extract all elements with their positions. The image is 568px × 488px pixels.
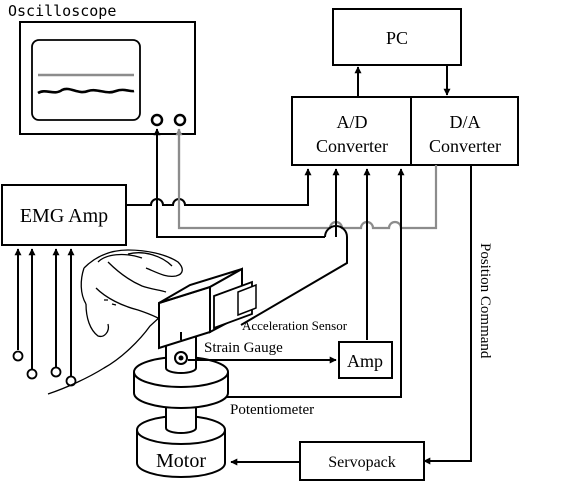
servopack-label: Servopack xyxy=(328,454,396,471)
da-converter-line2: Converter xyxy=(429,136,501,156)
ad-converter-line1: A/D xyxy=(337,112,368,132)
strain-gauge-label: Strain Gauge xyxy=(204,340,283,356)
ad-converter-line2: Converter xyxy=(316,136,388,156)
amp-block: Amp xyxy=(338,341,393,379)
oscilloscope-screen xyxy=(31,39,141,121)
pc-block: PC xyxy=(332,8,462,66)
emg-amp-block: EMG Amp xyxy=(1,184,127,246)
da-converter-line1: D/A xyxy=(450,112,481,132)
oscilloscope-input-2 xyxy=(173,113,187,127)
acceleration-sensor-label: Acceleration Sensor xyxy=(242,318,348,333)
handle-sensor xyxy=(158,267,257,350)
emg-electrodes xyxy=(12,248,77,387)
potentiometer-label: Potentiometer xyxy=(230,402,314,418)
emg-trace xyxy=(37,87,135,95)
oscilloscope-input-1 xyxy=(150,113,164,127)
servopack-block: Servopack xyxy=(299,441,425,481)
motor-assembly xyxy=(133,336,229,478)
potentiometer-to-ad-wire xyxy=(212,168,405,398)
converter-block: A/D Converter D/A Converter xyxy=(291,96,519,166)
amp-label: Amp xyxy=(347,351,383,371)
emg-amp-label: EMG Amp xyxy=(20,205,108,227)
motor-label: Motor xyxy=(156,450,206,472)
accel-sensor-wire xyxy=(240,225,348,326)
oscilloscope-label: Oscilloscope xyxy=(8,2,116,20)
emg-to-ad-wire xyxy=(126,168,312,206)
position-command-wire xyxy=(423,165,472,465)
pc-label: PC xyxy=(386,28,408,48)
oscilloscope: Oscilloscope xyxy=(8,2,196,135)
position-command-label: Position Command xyxy=(477,243,493,359)
